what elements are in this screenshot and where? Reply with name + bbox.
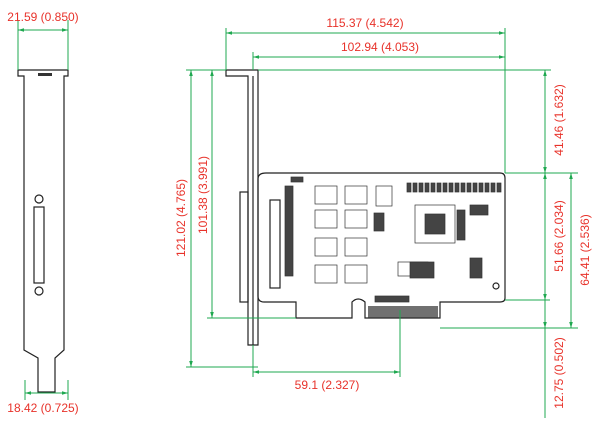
- pcb-chip: [290, 176, 304, 183]
- pcb-chip: [414, 204, 456, 244]
- dimension-label: 102.94 (4.053): [341, 40, 419, 54]
- pcb-chip: [478, 182, 484, 193]
- pcb-chip: [406, 182, 412, 193]
- pcb-chip: [375, 185, 393, 207]
- pcb-chip: [430, 182, 436, 193]
- db-connector: [33, 206, 45, 284]
- right-dimensions: 41.46 (1.632) 51.66 (2.034) 64.41 (2.536…: [258, 69, 592, 418]
- pcb-chip: [472, 182, 478, 193]
- pcie-edge-connector: [368, 306, 438, 318]
- overall-length-dimension: 115.37 (4.542): [225, 16, 506, 173]
- connector-offset-dimension: 59.1 (2.327): [252, 310, 401, 392]
- dimension-label: 115.37 (4.542): [326, 16, 403, 30]
- bracket-to-board-dimension: 101.38 (3.991): [196, 70, 296, 319]
- pcb-chip: [409, 261, 435, 279]
- dimension-label: 12.75 (0.502): [552, 337, 566, 408]
- pcb-chip: [466, 182, 472, 193]
- dimension-label: 101.38 (3.991): [196, 156, 210, 234]
- pcb-components: [284, 176, 502, 303]
- pcb-chip: [314, 264, 338, 284]
- pcb-chip: [314, 237, 338, 257]
- pcb-chip: [436, 182, 442, 193]
- pcb-chip: [496, 182, 502, 193]
- pcb-chip: [374, 295, 410, 303]
- screw-icon: [34, 286, 44, 296]
- pcb-chip: [424, 213, 446, 235]
- side-width-bottom-dimension: 18.42 (0.725): [7, 380, 79, 415]
- pcb-chip: [469, 204, 489, 216]
- board-length-dimension: 102.94 (4.053): [252, 40, 505, 70]
- dimension-label: 18.42 (0.725): [7, 401, 78, 415]
- front-bracket: [225, 69, 259, 346]
- pcb-chip: [344, 185, 368, 205]
- pcb-chip: [456, 209, 466, 241]
- pcb-chip: [448, 182, 454, 193]
- dimension-label: 21.59 (0.850): [7, 10, 78, 24]
- pcb-chip: [490, 182, 496, 193]
- pcb-chip: [460, 182, 466, 193]
- dimension-label: 51.66 (2.034): [552, 200, 566, 271]
- pcb-chip: [424, 182, 430, 193]
- dimension-label: 121.02 (4.765): [174, 179, 188, 257]
- side-bracket: [17, 69, 69, 393]
- overall-height-dimension: 121.02 (4.765): [174, 69, 258, 368]
- pcb-chip: [284, 185, 294, 277]
- pcb-chip: [484, 182, 490, 193]
- dimension-label: 64.41 (2.536): [578, 214, 592, 285]
- pcb-board: [257, 172, 506, 319]
- pcb-chip: [412, 182, 418, 193]
- pcb-chip: [373, 212, 385, 232]
- pcb-chip: [454, 182, 460, 193]
- pcb-chip: [469, 257, 483, 279]
- dimension-label: 41.46 (1.632): [552, 84, 566, 155]
- pcb-chip: [344, 237, 368, 257]
- pcb-chip: [314, 209, 338, 229]
- dimension-label: 59.1 (2.327): [295, 378, 360, 392]
- screw-icon: [34, 194, 44, 204]
- pcb-chip: [344, 264, 368, 284]
- pcb-chip: [314, 185, 338, 205]
- pcb-chip: [418, 182, 424, 193]
- pcb-chip: [344, 209, 368, 229]
- vhdci-connector: [269, 199, 281, 289]
- side-width-top-dimension: 21.59 (0.850): [7, 10, 79, 70]
- pcb-chip: [442, 182, 448, 193]
